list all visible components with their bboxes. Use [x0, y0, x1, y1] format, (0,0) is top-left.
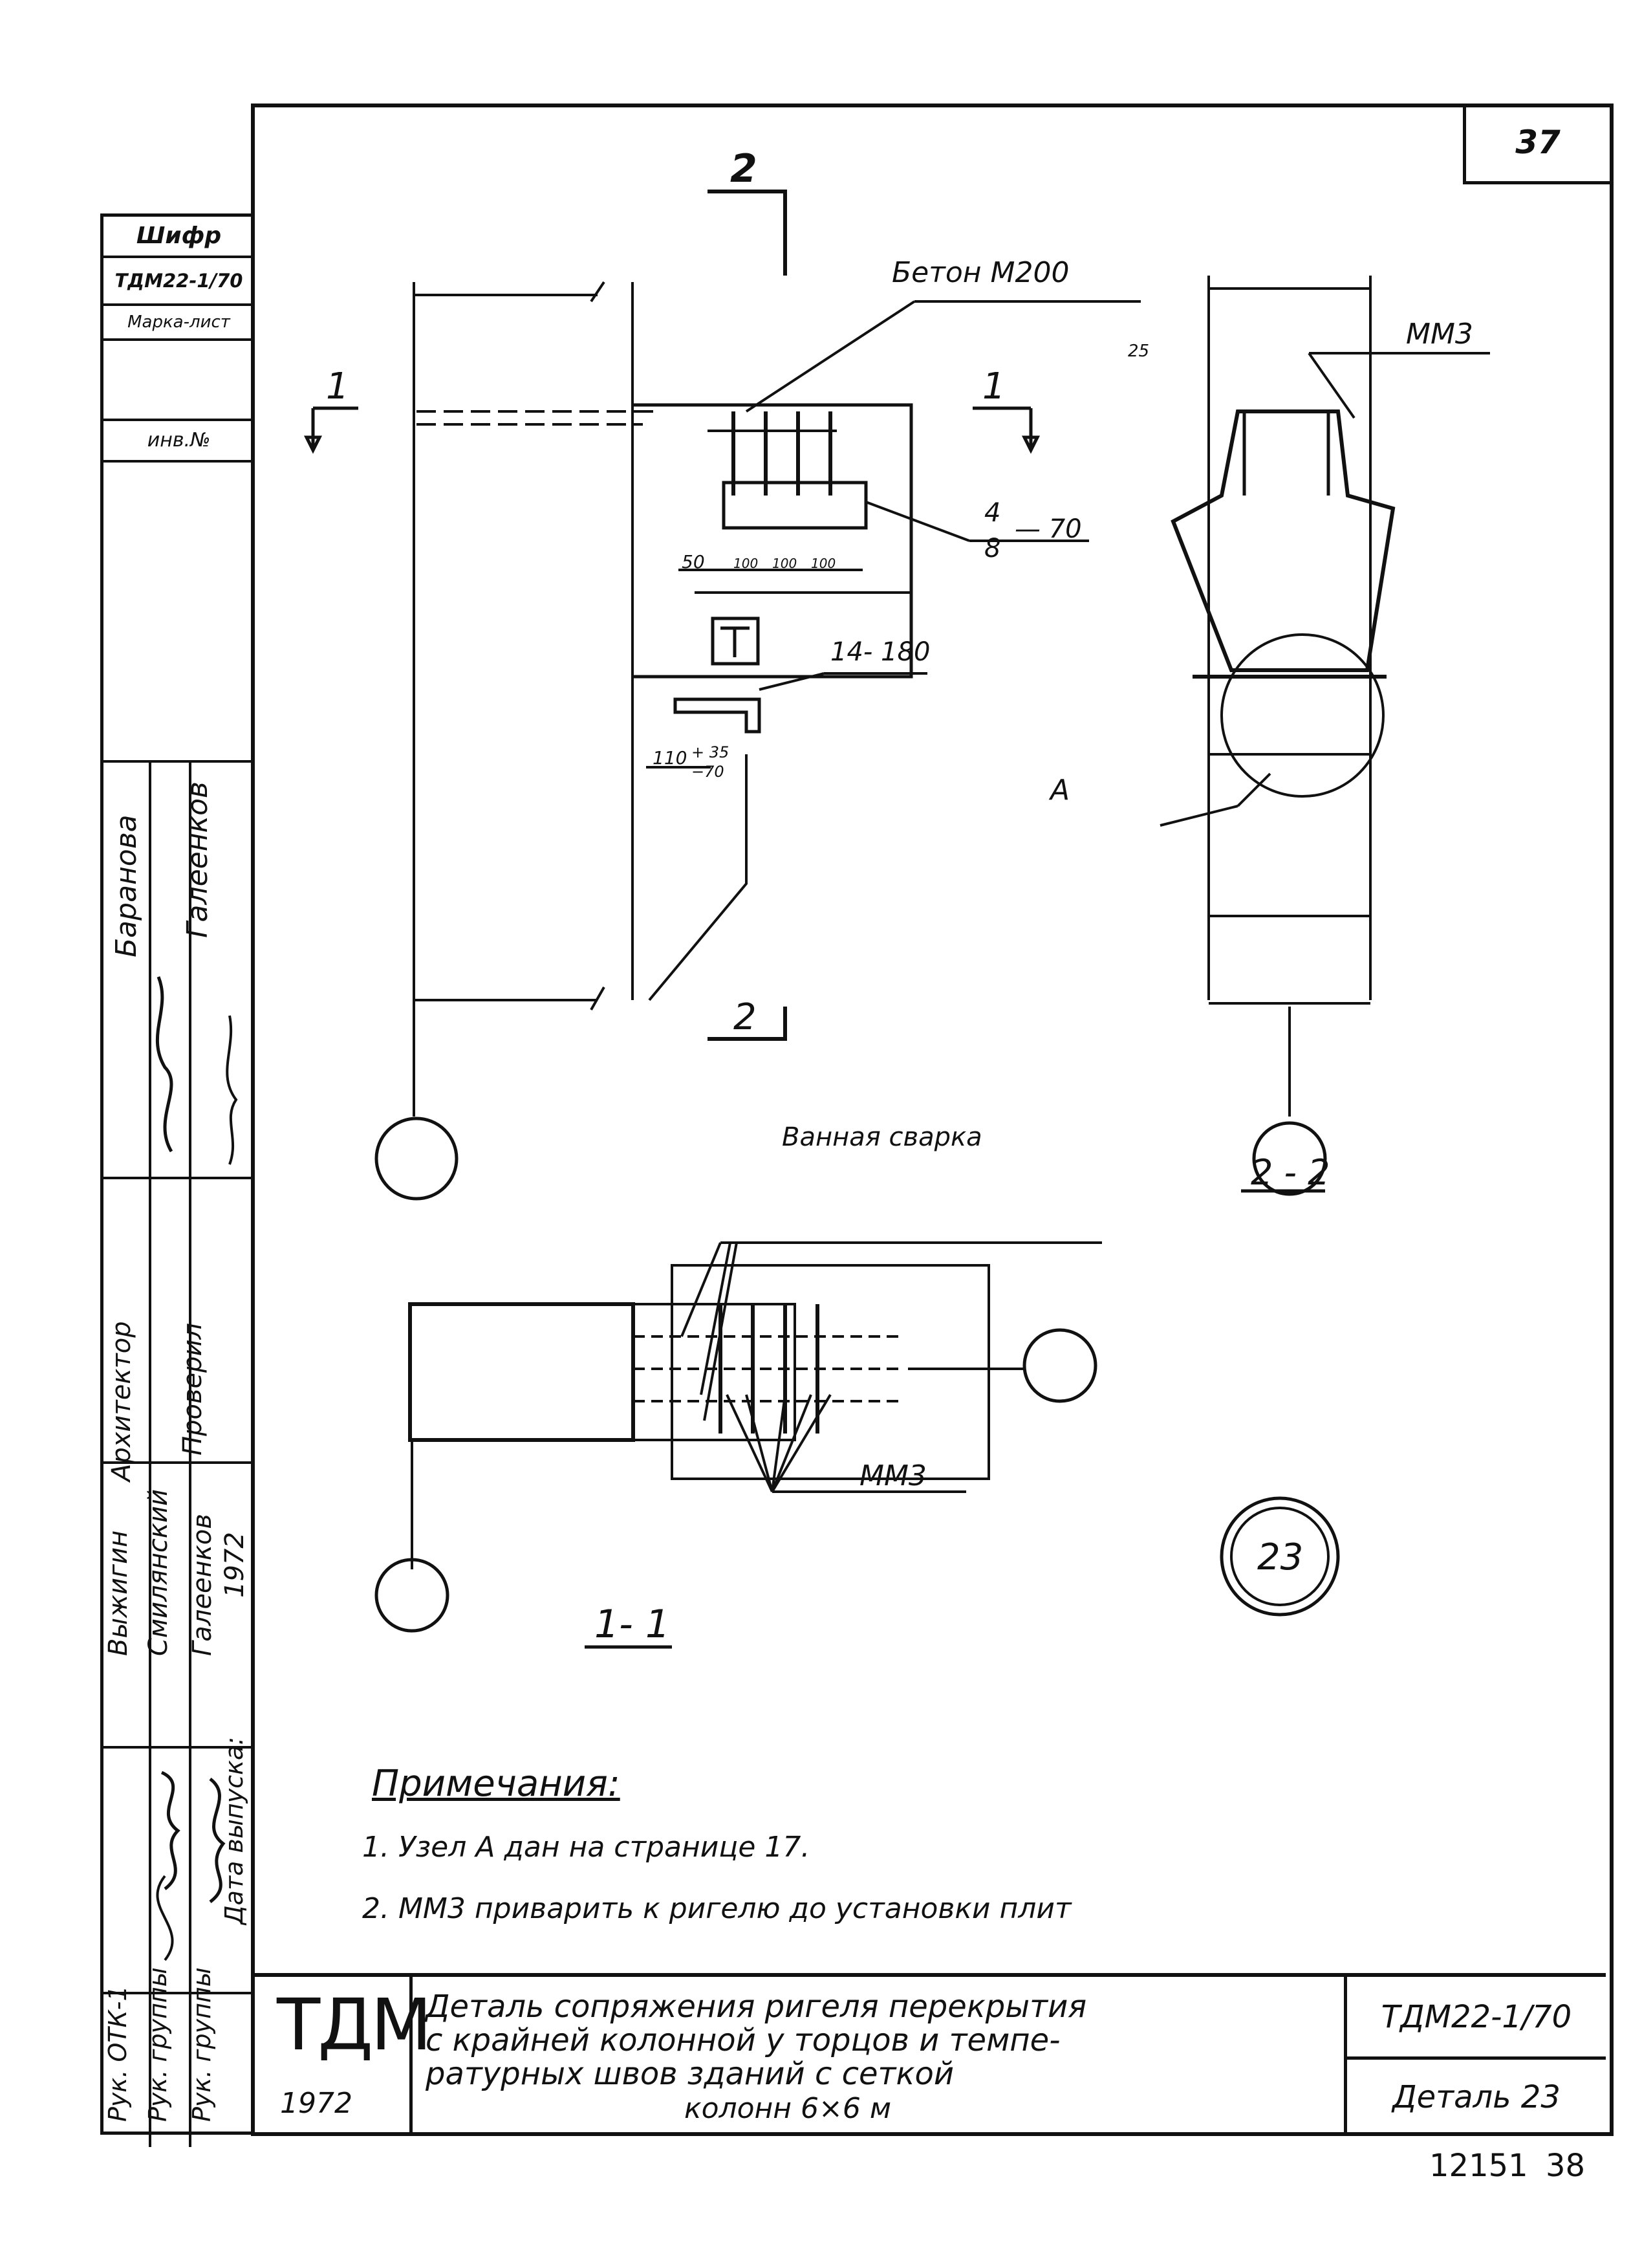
drawing-frame [251, 104, 1614, 2136]
stamp-mark-cell: Марка-лист [103, 306, 254, 341]
title-description-cell: Деталь сопряжения ригеля перекрытия с кр… [413, 1977, 1347, 2136]
title-detail: Деталь 23 [1392, 2078, 1561, 2115]
weld-frac-bottom: 8 [984, 534, 1000, 563]
stamp-code-cell: ТДМ22-1/70 [103, 258, 254, 306]
main-elevation [303, 190, 1141, 1201]
detail-number: 23 [1257, 1536, 1303, 1578]
dim-100-a: 100 [733, 556, 758, 571]
mmz-label-bottom: ММ3 [859, 1459, 927, 1492]
title-year: 1972 [280, 2087, 352, 2120]
note-2: 2. ММ3 приварить к ригелю до установки п… [362, 1892, 1072, 1925]
concrete-label: Бетон М200 [892, 256, 1070, 289]
dim-100-c: 100 [811, 556, 836, 571]
dim-25: 25 [1128, 342, 1149, 361]
stamp-inv-no: инв.№ [147, 429, 211, 452]
section-mark-1-left: 1 [326, 365, 349, 408]
dim-100-b: 100 [772, 556, 797, 571]
title-desc-line-4: колонн 6×6 м [684, 2092, 892, 2125]
level-plus: + 35 [691, 743, 729, 761]
stamp-sheet-mark: Марка-лист [127, 312, 230, 332]
stamp-empty-area [103, 463, 254, 763]
stamp-inv-cell: инв.№ [103, 421, 254, 463]
title-block: ТДМ 1972 Деталь сопряжения ригеля перекр… [251, 1973, 1606, 2136]
section-mark-2-top: 2 [730, 146, 757, 191]
page-number: 37 [1515, 124, 1561, 161]
footer-page: 38 [1546, 2148, 1586, 2184]
section-2-2 [1160, 276, 1490, 1196]
stamp-signature-table [103, 763, 254, 2147]
title-detail-cell: Деталь 23 [1347, 2058, 1606, 2136]
technical-drawing: 1 1 2 2 Бетон М200 ММ3 4 8 — 70 14- 180 … [303, 146, 1490, 1649]
view-1-1-label: 1- 1 [594, 1602, 670, 1647]
title-logo: ТДМ [277, 1983, 432, 2066]
side-stamp: Шифр ТДМ22-1/70 Марка-лист инв.№ [100, 213, 254, 2147]
stamp-code: ТДМ22-1/70 [114, 270, 243, 292]
dim-50: 50 [682, 551, 705, 572]
page-number-box: 37 [1463, 104, 1610, 184]
title-logo-cell: ТДМ 1972 [251, 1977, 432, 2136]
view-2-2-label: 2 - 2 [1251, 1152, 1330, 1193]
note-1: 1. Узел А дан на странице 17. [362, 1831, 810, 1864]
weld-14-label: 14- 180 [830, 637, 930, 667]
footer-number: 12151 [1429, 2148, 1528, 2184]
notes-title: Примечания: [372, 1763, 620, 1805]
title-code: ТДМ22-1/70 [1381, 1998, 1572, 2035]
signatures [155, 976, 238, 1961]
stamp-blank-cell [103, 341, 254, 421]
level-minus: −70 [691, 763, 724, 781]
title-desc-line-1: Деталь сопряжения ригеля перекрытия [426, 1989, 1087, 2025]
title-code-cell: ТДМ22-1/70 [1347, 1977, 1606, 2060]
bath-weld-label: Ванная сварка [782, 1122, 982, 1152]
stamp-name-4: Баранова [110, 814, 143, 957]
dim-110: 110 [653, 747, 687, 769]
title-desc-line-2: с крайней колонной у торцов и темпе- [426, 2022, 1061, 2058]
section-mark-1-right: 1 [982, 365, 1006, 408]
stamp-header: Шифр [136, 223, 222, 249]
weld-length: — 70 [1015, 514, 1082, 544]
title-desc-line-3: ратурных швов зданий с сеткой [426, 2056, 955, 2092]
section-1-1 [374, 1241, 1340, 1649]
weld-frac-top: 4 [984, 498, 1000, 528]
node-label-a: А [1048, 774, 1070, 807]
mmz-label-top: ММ3 [1406, 318, 1473, 351]
stamp-header-cell: Шифр [103, 217, 254, 258]
stamp-name-5: Галеенков [181, 781, 214, 938]
section-mark-2-bottom: 2 [733, 996, 757, 1038]
